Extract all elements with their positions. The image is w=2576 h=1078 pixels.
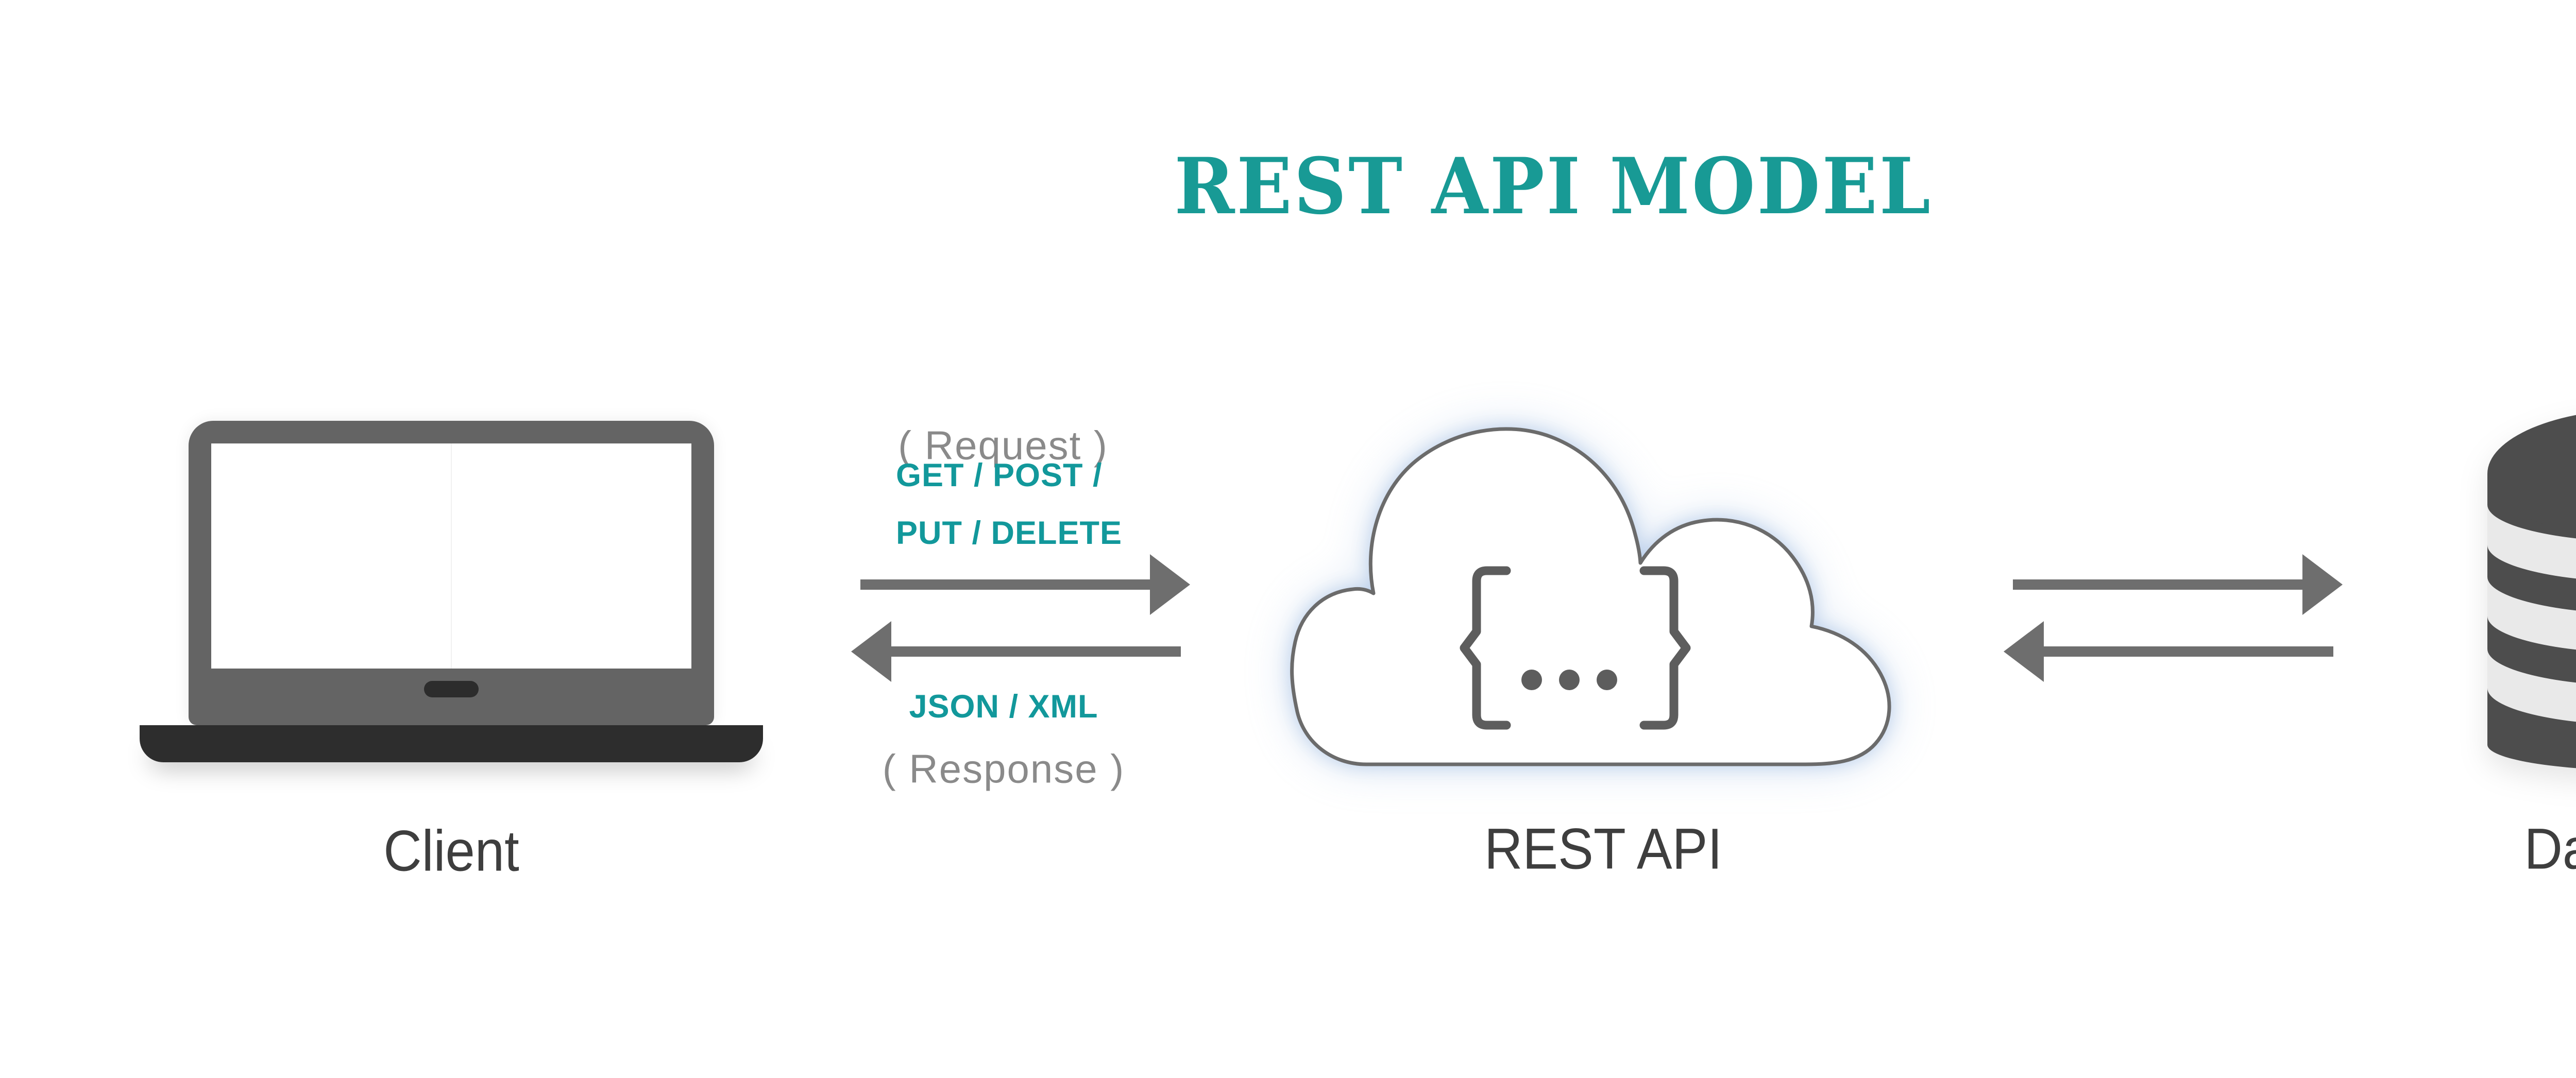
- request-arrow-head: [1150, 554, 1190, 615]
- api-db-request-arrow-head: [2302, 554, 2343, 615]
- request-methods: GET / POST / PUT / DELETE: [896, 447, 1122, 562]
- rest-api-label: REST API: [1484, 816, 1722, 881]
- request-methods-line1: GET / POST /: [896, 457, 1103, 493]
- request-arrow-icon: [860, 554, 1190, 615]
- api-db-request-arrow-icon: [2013, 554, 2343, 615]
- db-api-response-arrow-icon: [2004, 621, 2333, 682]
- code-braces-icon: [1460, 566, 1691, 730]
- db-api-response-arrow-shaft: [2044, 646, 2333, 657]
- db-api-response-arrow-head: [2004, 621, 2044, 682]
- request-arrow-shaft: [860, 579, 1150, 590]
- database-icon: [2487, 415, 2576, 768]
- response-caption: ( Response ): [882, 746, 1125, 792]
- database-label: Database: [2524, 816, 2576, 881]
- page-title: REST API MODEL: [1174, 141, 1933, 232]
- response-arrow-head: [851, 621, 891, 682]
- client-label: Client: [383, 818, 519, 883]
- response-arrow-icon: [851, 621, 1181, 682]
- request-caption: ( Request ): [898, 422, 1108, 468]
- api-db-request-arrow-shaft: [2013, 579, 2302, 590]
- request-methods-line2: PUT / DELETE: [896, 515, 1123, 551]
- response-arrow-shaft: [891, 646, 1181, 657]
- laptop-base: [140, 725, 763, 762]
- laptop-icon: [140, 421, 763, 802]
- response-formats: JSON / XML: [909, 689, 1098, 725]
- cloud-icon: [1290, 427, 1891, 766]
- laptop-notch: [424, 681, 479, 697]
- laptop-screen-seam: [451, 443, 452, 669]
